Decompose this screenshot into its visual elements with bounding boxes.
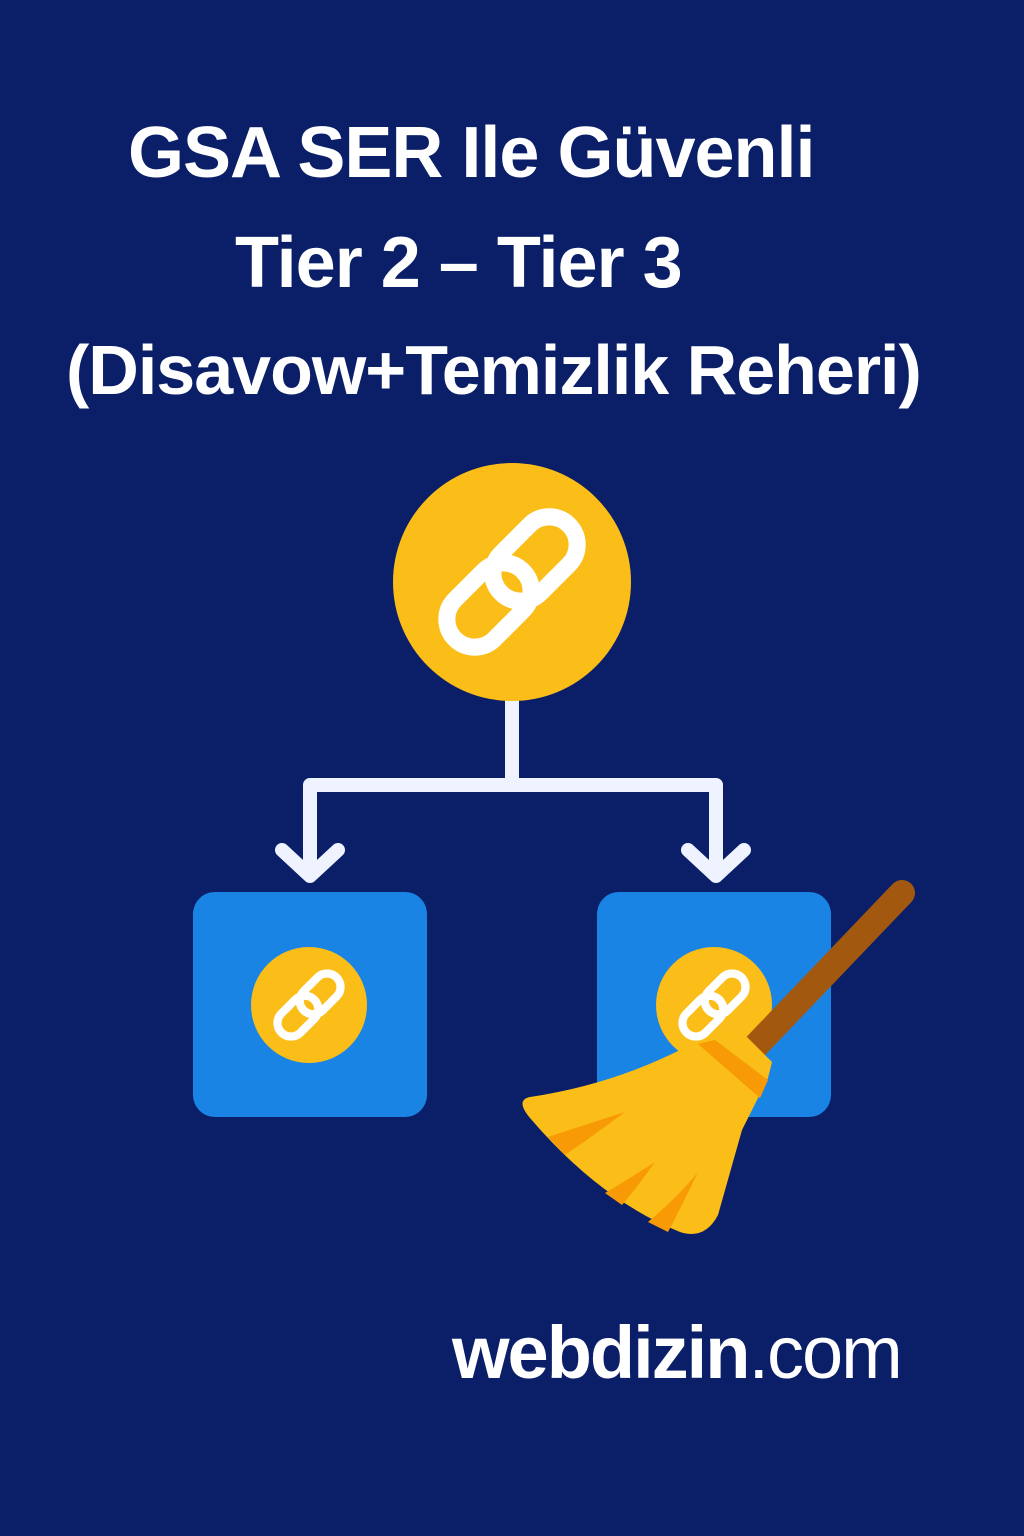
title-line-2: Tier 2 – Tier 3 (235, 223, 683, 303)
tier2-node (193, 892, 427, 1117)
broom-icon (522, 880, 915, 1234)
title-line-1: GSA SER Ile Güvenli (128, 113, 816, 193)
arrow-down-icon (681, 843, 751, 883)
title-line-3: (Disavow+Temizlik Reheri) (66, 331, 922, 409)
tier3-node (597, 892, 831, 1117)
connector-lines (275, 693, 751, 883)
brand-logo: webdizin.com (452, 1310, 903, 1395)
brand-name: webdizin (452, 1311, 750, 1394)
arrow-down-icon (275, 843, 345, 883)
brand-tld: .com (748, 1311, 902, 1394)
tier1-node (393, 463, 631, 701)
